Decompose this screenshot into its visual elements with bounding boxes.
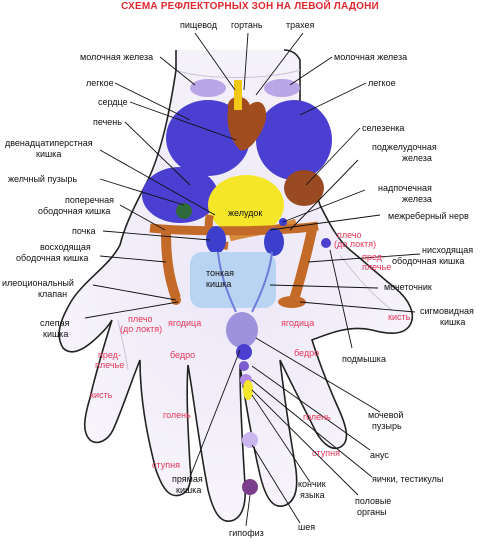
zone-shin-right: голень	[303, 412, 331, 422]
kidney-zone-right	[264, 228, 284, 256]
label-cecum-line1: слепая	[40, 318, 70, 328]
zone-forearm-left-line1: пред-	[98, 350, 121, 360]
label-transverse-line2: ободочная кишка	[38, 206, 110, 216]
zone-buttock-left: ягодица	[168, 318, 201, 328]
zone-forearm-left-line2: плечье	[95, 360, 124, 370]
armpit-zone	[321, 238, 331, 248]
label-ileocecal-line2: клапан	[38, 289, 67, 299]
label-adrenal-line2: железа	[402, 194, 432, 204]
zone-shin-left: голень	[163, 410, 191, 420]
label-tongue-line1: кончик	[298, 479, 326, 489]
label-duodenum-line1: двенадцатиперстная	[5, 138, 93, 148]
label-cecum-line2: кишка	[43, 329, 68, 339]
label-ureter: мочеточник	[384, 282, 432, 292]
stomach-zone	[208, 175, 284, 235]
ascending-colon-zone	[161, 231, 181, 300]
label-larynx: гортань	[231, 20, 263, 30]
sigmoid-zone	[278, 296, 306, 308]
label-pancreas-line1: поджелудочная	[372, 142, 437, 152]
label-lung-left: легкое	[86, 78, 114, 88]
zone-forearm-right-line2: плечье	[362, 262, 391, 272]
pituitary-zone	[242, 479, 258, 495]
zone-foot-right: ступня	[312, 448, 340, 458]
organ-labels: пищевод гортань трахея молочная железа м…	[2, 20, 474, 538]
anus-zone	[239, 361, 249, 371]
label-transverse-line1: поперечная	[65, 195, 114, 205]
breast-zone-left	[190, 79, 226, 97]
label-anus: анус	[370, 450, 389, 460]
label-liver: печень	[93, 117, 122, 127]
label-breast-left: молочная железа	[80, 52, 153, 62]
label-testicles: яички, тестикулы	[372, 474, 443, 484]
zone-thigh-left: бедро	[170, 350, 195, 360]
label-duodenum-line2: кишка	[36, 149, 61, 159]
zone-hand-left: кисть	[90, 390, 113, 400]
label-ileocecal-line1: илеоциональный	[2, 278, 74, 288]
leader-lines	[84, 32, 421, 527]
tongue-tip-zone	[243, 380, 253, 400]
zone-shoulder-left-line2: (до локтя)	[120, 324, 162, 334]
label-ascending-line1: восходящая	[40, 242, 91, 252]
label-ascending-line2: ободочная кишка	[16, 253, 88, 263]
gallbladder-zone	[176, 203, 192, 219]
label-kidney: почка	[72, 226, 96, 236]
label-esophagus: пищевод	[180, 20, 218, 30]
diagram-title: СХЕМА РЕФЛЕКТОРНЫХ ЗОН НА ЛЕВОЙ ЛАДОНИ	[121, 1, 379, 12]
label-trachea: трахея	[286, 20, 315, 30]
label-descending-line1: нисходящая	[422, 245, 473, 255]
label-breast-right: молочная железа	[334, 52, 407, 62]
zone-foot-left: ступня	[152, 460, 180, 470]
label-pituitary: гипофиз	[229, 528, 264, 538]
label-rectum-line2: кишка	[176, 485, 201, 495]
zone-hand-right: кисть	[388, 312, 411, 322]
spleen-zone	[284, 170, 324, 206]
zone-buttock-right: ягодица	[281, 318, 314, 328]
label-sigmoid-line2: кишка	[440, 317, 465, 327]
label-bladder-line1: мочевой	[368, 410, 403, 420]
transverse-colon-zone	[149, 221, 319, 236]
label-gallbladder: желчный пузырь	[8, 174, 77, 184]
heart-zone	[227, 96, 267, 151]
label-armpit: подмышка	[342, 354, 386, 364]
zone-thigh-right: бедро	[294, 348, 319, 358]
descending-colon-zone	[289, 228, 317, 302]
label-heart: сердце	[98, 97, 128, 107]
label-pancreas-line2: железа	[402, 153, 432, 163]
label-sigmoid-line1: сигмовидная	[420, 306, 474, 316]
label-small-intestine-line1: тонкая	[206, 268, 234, 278]
zone-shoulder-right-line2: (до локтя)	[334, 239, 376, 249]
lung-zone-right	[256, 100, 332, 180]
label-genitals-line1: половые	[355, 496, 391, 506]
label-adrenal-line1: надпочечная	[378, 183, 432, 193]
zone-shoulder-left-line1: плечо	[128, 314, 153, 324]
label-genitals-line2: органы	[357, 507, 387, 517]
esophagus-zone	[234, 80, 242, 110]
label-stomach: желудок	[228, 208, 262, 218]
label-lung-right: легкое	[368, 78, 396, 88]
label-tongue-line2: языка	[300, 490, 325, 500]
small-intestine-zone	[190, 252, 276, 308]
bladder-zone	[226, 312, 258, 348]
kidney-zone-left	[206, 226, 226, 254]
label-intercostal: межреберный нерв	[388, 211, 469, 221]
neck-zone	[242, 432, 258, 448]
zone-shoulder-right-line1: плечо	[337, 230, 362, 240]
body-zone-labels: плечо (до локтя) пред- плечье кисть плеч…	[90, 230, 411, 470]
label-spleen: селезенка	[362, 123, 404, 133]
label-small-intestine-line2: кишка	[206, 279, 231, 289]
label-rectum-line1: прямая	[172, 474, 203, 484]
label-descending-line2: ободочная кишка	[392, 256, 464, 266]
zone-forearm-right-line1: пред-	[362, 252, 385, 262]
label-bladder-line2: пузырь	[372, 421, 402, 431]
label-neck: шея	[298, 522, 315, 532]
breast-zone-right	[264, 79, 300, 97]
rectum-zone	[236, 344, 252, 360]
ureter-zone	[217, 251, 273, 313]
